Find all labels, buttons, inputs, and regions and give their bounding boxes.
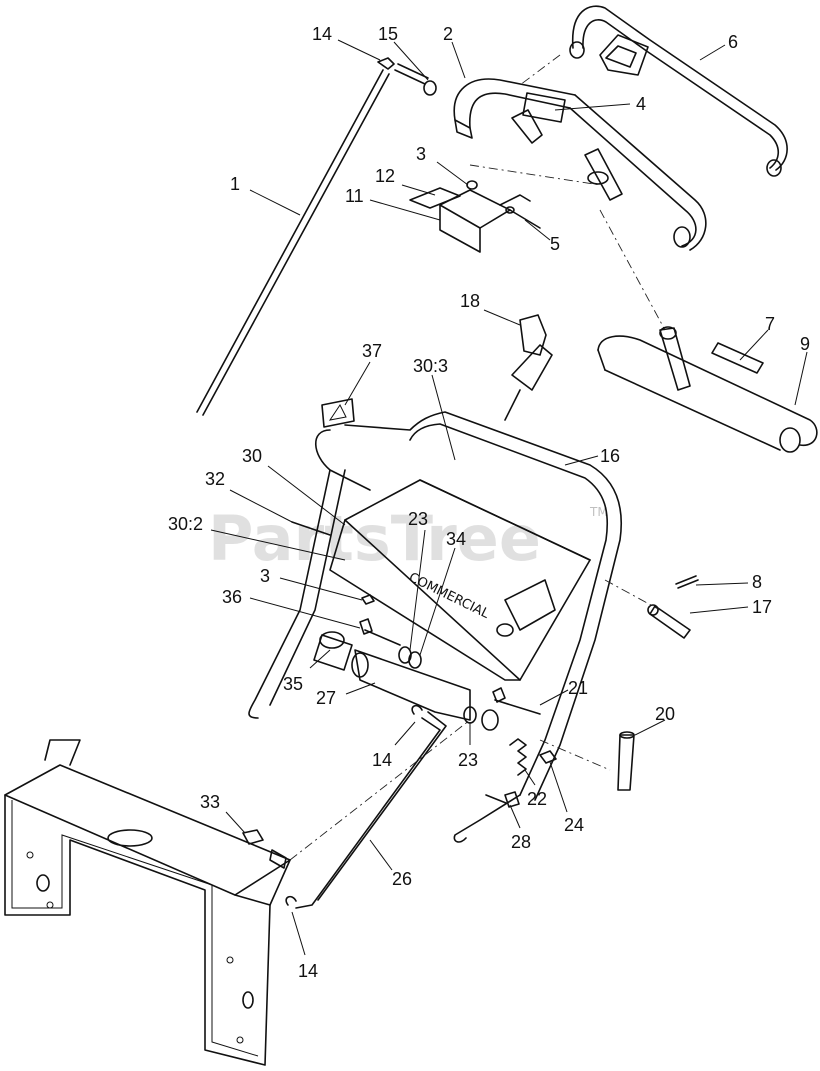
part-decal-37 <box>321 398 355 428</box>
part-rod-1 <box>196 57 395 416</box>
part-nut-24 <box>539 750 557 764</box>
part-bolt-32 <box>291 521 331 536</box>
callout-15: 15 <box>378 24 398 44</box>
part-spacer-35 <box>313 631 353 671</box>
callout-26: 26 <box>392 869 412 889</box>
callout-24: 24 <box>564 815 584 835</box>
callout-30: 30 <box>242 446 262 466</box>
callout-labels: 14 15 2 6 4 3 12 1 11 5 18 7 9 37 30:3 1… <box>168 24 810 981</box>
callout-6: 6 <box>728 32 738 52</box>
part-main-frame-16 <box>248 411 622 843</box>
callout-34: 34 <box>446 529 466 549</box>
part-clip-14-low <box>285 895 297 906</box>
part-bolt-36 <box>359 618 401 646</box>
part-rod-26 <box>295 711 447 909</box>
part-top-handle-6 <box>569 5 788 177</box>
callout-28: 28 <box>511 832 531 852</box>
callout-12: 12 <box>375 166 395 186</box>
callout-27: 27 <box>316 688 336 708</box>
part-bracket-11 <box>409 187 531 253</box>
watermark-trademark: TM <box>589 505 608 519</box>
watermark: PartsTree <box>208 502 541 575</box>
callout-9: 9 <box>800 334 810 354</box>
callout-14-top: 14 <box>312 24 332 44</box>
callout-16: 16 <box>600 446 620 466</box>
callout-7: 7 <box>765 314 775 334</box>
callout-17: 17 <box>752 597 772 617</box>
callout-37: 37 <box>362 341 382 361</box>
part-handle-bracket-2 <box>453 78 707 251</box>
callout-21: 21 <box>568 678 588 698</box>
callout-1: 1 <box>230 174 240 194</box>
part-screw-5 <box>505 206 541 229</box>
callout-32: 32 <box>205 469 225 489</box>
leader-lines <box>210 39 808 956</box>
callout-36: 36 <box>222 587 242 607</box>
callout-8: 8 <box>752 572 762 592</box>
callout-30-3: 30:3 <box>413 356 448 376</box>
part-bolt-28 <box>485 791 520 808</box>
part-washers-23-34 <box>398 646 422 669</box>
callout-4: 4 <box>636 94 646 114</box>
callout-18: 18 <box>460 291 480 311</box>
part-spring-22 <box>509 738 527 776</box>
part-decal-7 <box>711 342 764 374</box>
callout-5: 5 <box>550 234 560 254</box>
part-clip-8 <box>675 575 699 589</box>
callout-22: 22 <box>527 789 547 809</box>
part-frame-base <box>4 739 291 1066</box>
part-lever-18 <box>504 314 553 421</box>
assembly-line-33 <box>289 719 471 861</box>
assembly-line-17 <box>604 579 661 611</box>
assembly-line-11 <box>469 164 601 186</box>
assembly-line-2-9 <box>599 209 666 331</box>
part-decal-4 <box>522 92 566 123</box>
callout-23-top: 23 <box>408 509 428 529</box>
part-pin-17 <box>647 604 691 639</box>
callout-3-top: 3 <box>416 144 426 164</box>
callout-30-2: 30:2 <box>168 514 203 534</box>
callout-14-mid: 14 <box>372 750 392 770</box>
part-clip-14-mid <box>411 704 423 715</box>
callout-3-mid: 3 <box>260 566 270 586</box>
part-clip-21 <box>492 687 541 715</box>
callout-35: 35 <box>283 674 303 694</box>
callout-20: 20 <box>655 704 675 724</box>
callout-11: 11 <box>345 186 364 206</box>
assembly-line-20 <box>539 739 611 771</box>
part-nut-3-top <box>466 180 478 190</box>
callout-23-low: 23 <box>458 750 478 770</box>
callout-2: 2 <box>443 24 453 44</box>
assembly-line-6-2 <box>519 54 561 86</box>
part-pin-20 <box>617 731 635 791</box>
callout-14-low: 14 <box>298 961 318 981</box>
callout-33: 33 <box>200 792 220 812</box>
part-pin-14-top <box>394 63 437 96</box>
part-nut-33 <box>242 829 287 869</box>
part-nut-3-mid <box>361 594 375 605</box>
part-washer-23-lower <box>463 706 499 731</box>
part-linkage-27 <box>351 649 471 721</box>
part-crossbar-9 <box>597 326 818 453</box>
